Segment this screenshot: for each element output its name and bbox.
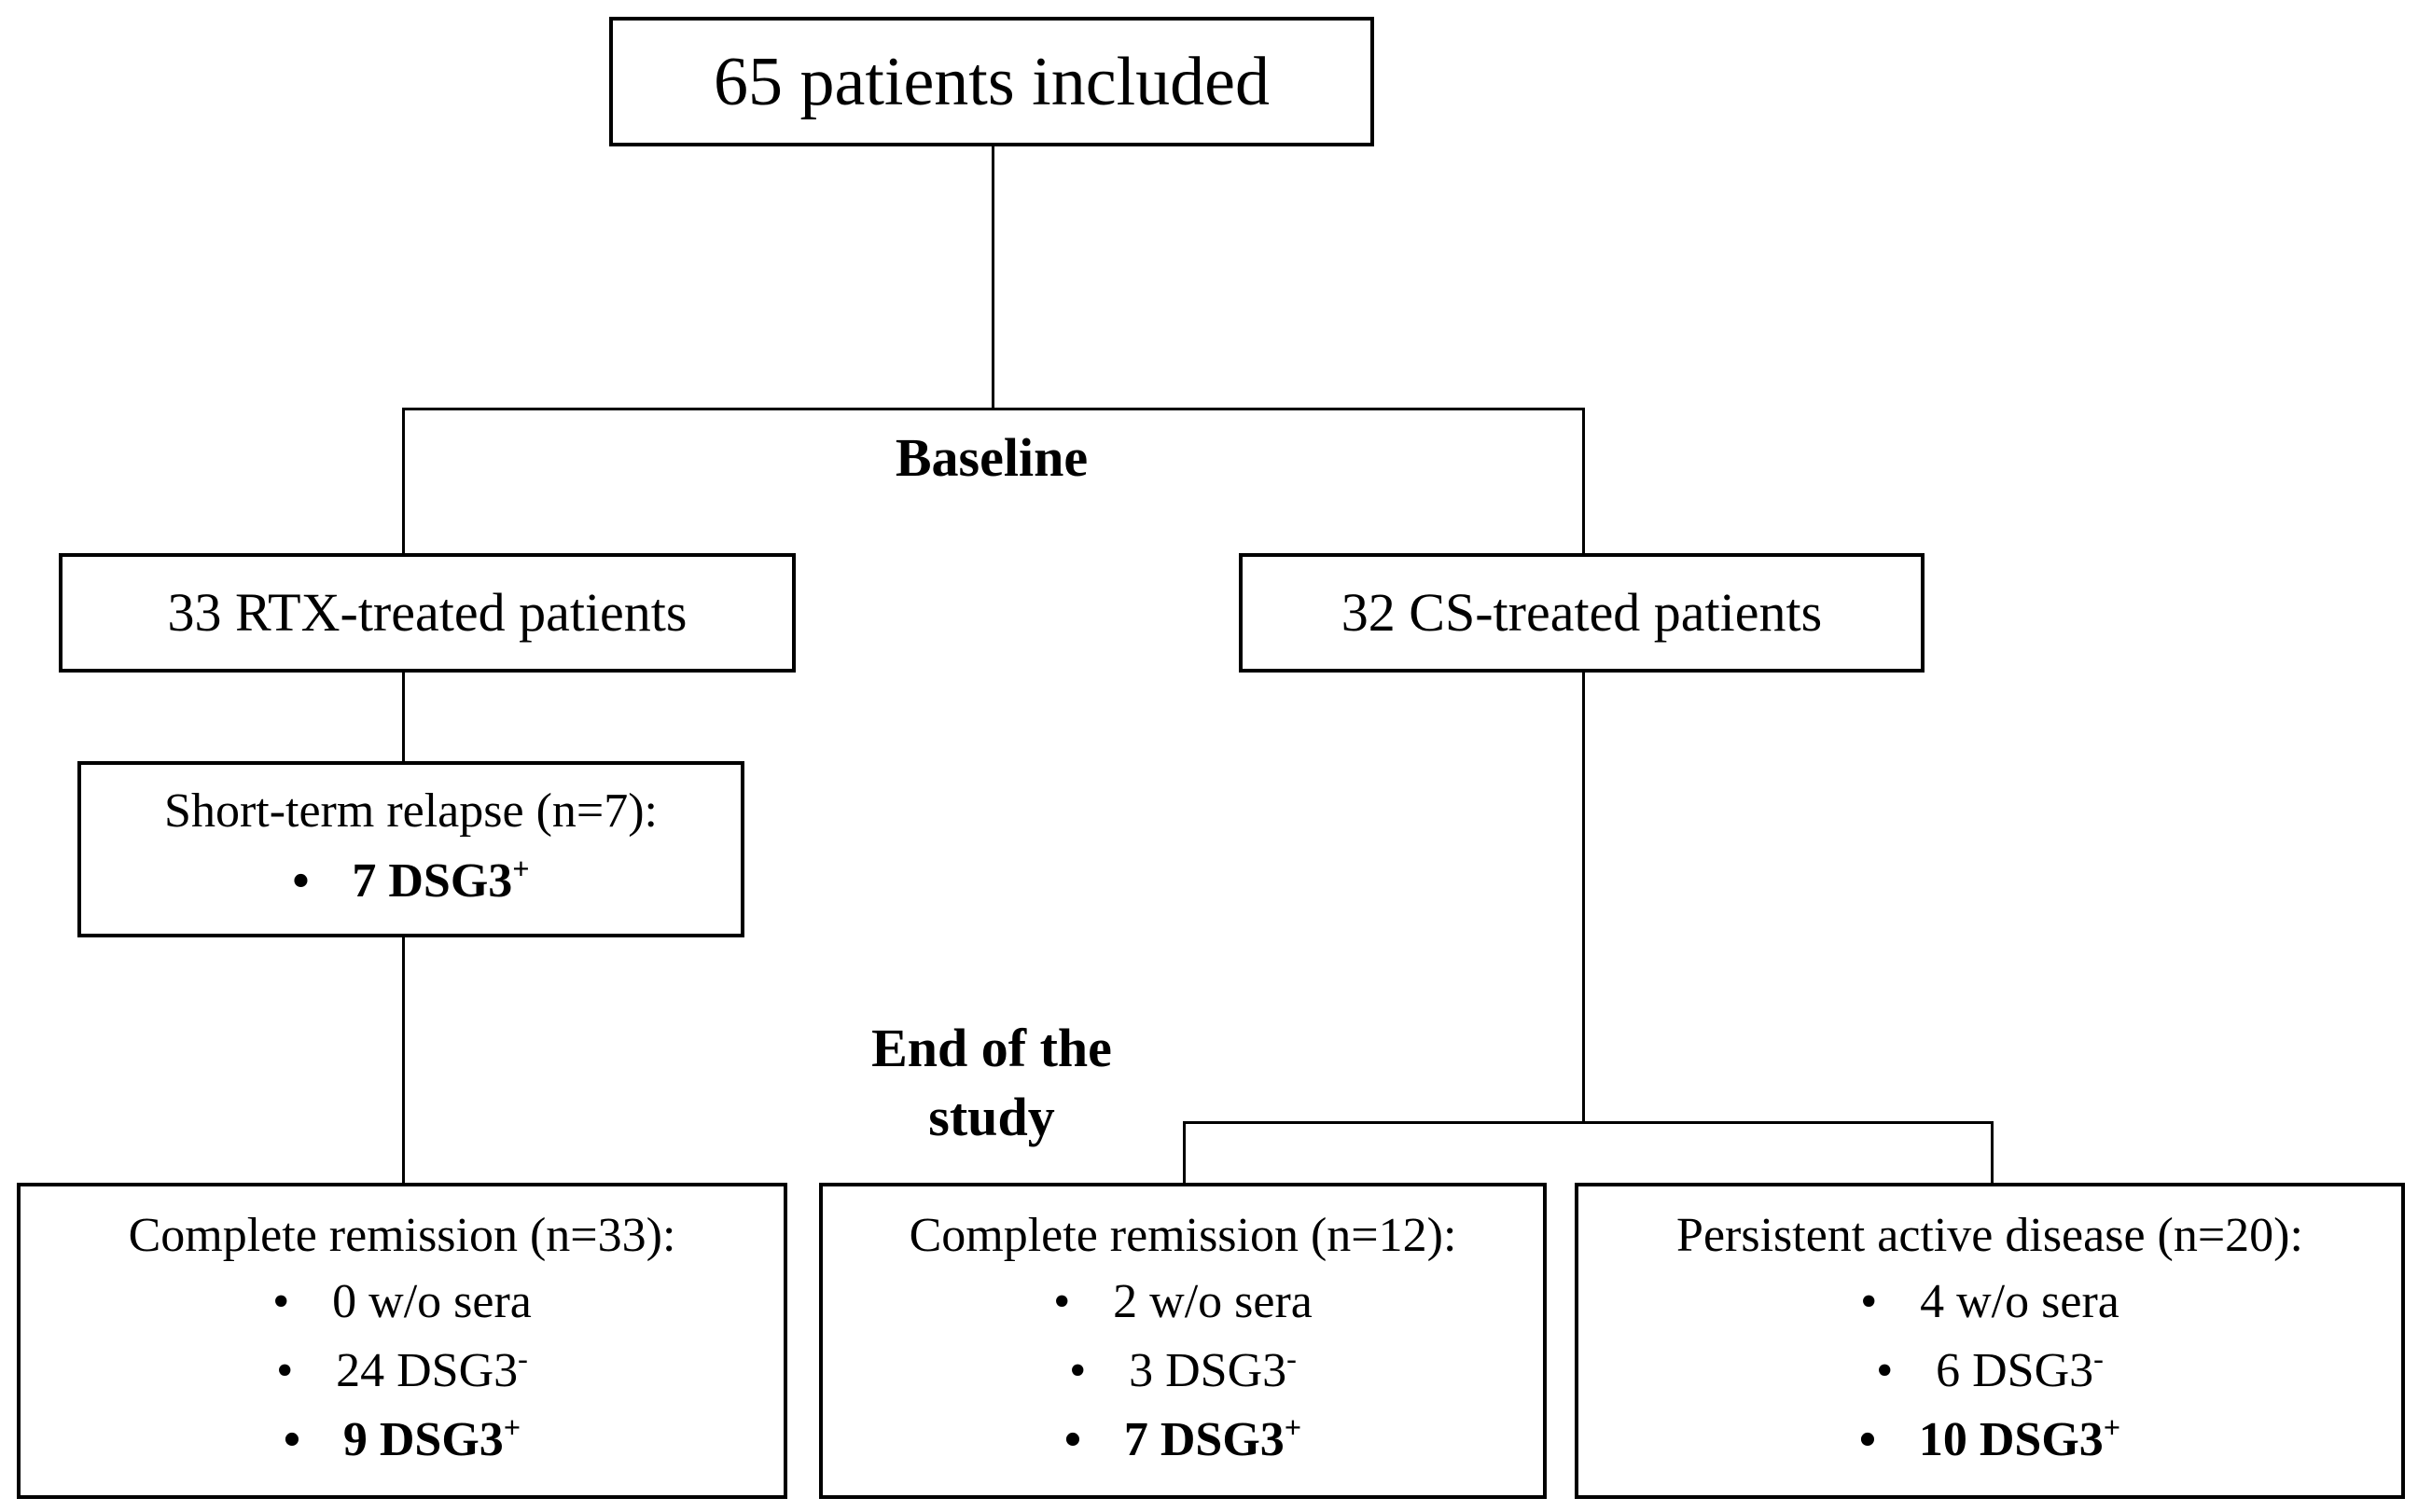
- list-item: •10 DSG3+: [1858, 1410, 2121, 1466]
- baseline-text: Baseline: [895, 427, 1089, 488]
- relapse-title: Short-term relapse (n=7):: [164, 784, 658, 839]
- list-item: •4 w/o sera: [1860, 1274, 2119, 1328]
- list-item: •3 DSG3-: [1069, 1341, 1297, 1397]
- rtx-arm-box: 33 RTX-treated patients: [59, 553, 796, 673]
- outcome-box-rtx-remission: Complete remission (n=33): •0 w/o sera •…: [17, 1183, 787, 1499]
- outcome-title: Complete remission (n=12):: [909, 1209, 1457, 1263]
- outcome-box-cs-remission: Complete remission (n=12): •2 w/o sera •…: [819, 1183, 1547, 1499]
- connector-root-down: [992, 146, 994, 409]
- relapse-box: Short-term relapse (n=7): •7 DSG3+: [77, 761, 744, 937]
- root-label: 65 patients included: [714, 43, 1270, 120]
- end-of-study-line-1: End of the: [871, 1018, 1112, 1078]
- relapse-list: •7 DSG3+: [292, 847, 529, 916]
- outcome-title: Persistent active disease (n=20):: [1676, 1209, 2303, 1263]
- connector-cs-down: [1582, 672, 1585, 1123]
- outcome-title: Complete remission (n=33):: [128, 1209, 676, 1263]
- end-of-study-label: End of the study: [758, 1014, 1225, 1152]
- list-item: •24 DSG3-: [276, 1341, 528, 1397]
- rtx-arm-label: 33 RTX-treated patients: [167, 582, 688, 643]
- outcome-list: •0 w/o sera •24 DSG3- •9 DSG3+: [272, 1268, 532, 1475]
- root-box: 65 patients included: [609, 17, 1374, 146]
- baseline-label: Baseline: [805, 427, 1178, 489]
- cs-arm-box: 32 CS-treated patients: [1239, 553, 1925, 673]
- connector-to-cs-persistent: [1991, 1121, 1994, 1189]
- outcome-list: •2 w/o sera •3 DSG3- •7 DSG3+: [1053, 1268, 1313, 1475]
- list-item: •7 DSG3+: [1063, 1410, 1302, 1466]
- connector-cs-split: [1183, 1121, 1994, 1124]
- list-item: •2 w/o sera: [1053, 1274, 1313, 1328]
- outcome-box-cs-persistent: Persistent active disease (n=20): •4 w/o…: [1575, 1183, 2405, 1499]
- connector-relapse-to-outcome: [402, 936, 405, 1189]
- connector-rtx-to-relapse: [402, 672, 405, 762]
- connector-to-cs-remission: [1183, 1121, 1186, 1189]
- list-item: •6 DSG3-: [1876, 1341, 2104, 1397]
- cs-arm-label: 32 CS-treated patients: [1341, 582, 1823, 643]
- connector-to-cs: [1582, 408, 1585, 555]
- connector-baseline-split: [402, 408, 1585, 410]
- outcome-list: •4 w/o sera •6 DSG3- •10 DSG3+: [1859, 1268, 2120, 1475]
- connector-to-rtx: [402, 408, 405, 555]
- list-item: •9 DSG3+: [283, 1410, 521, 1466]
- list-item: •0 w/o sera: [272, 1274, 532, 1328]
- list-item: •7 DSG3+: [292, 852, 530, 908]
- end-of-study-line-2: study: [928, 1087, 1055, 1147]
